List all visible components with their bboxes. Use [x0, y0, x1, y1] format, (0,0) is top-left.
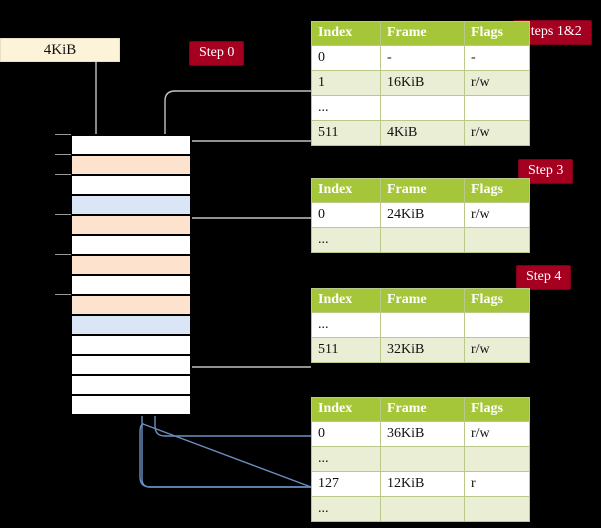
memory-frame-row: [71, 175, 191, 195]
cell-frame: -: [380, 45, 465, 71]
memory-tick: [55, 134, 71, 135]
cell-frame: 12KiB: [380, 471, 465, 497]
cell-frame: 16KiB: [380, 70, 465, 96]
column-header-flags: Flags: [464, 21, 530, 46]
table-row: ...: [311, 312, 530, 338]
cell-flags: r/w: [464, 337, 530, 363]
table-row: 0 36KiB r/w: [311, 421, 530, 447]
memory-frame-row: [71, 355, 191, 375]
column-header-frame: Frame: [380, 21, 465, 46]
cell-frame: 36KiB: [380, 421, 465, 447]
table-row: 511 4KiB r/w: [311, 120, 530, 146]
table-row: 127 12KiB r: [311, 471, 530, 497]
memory-frame-row: [71, 335, 191, 355]
cell-index: ...: [311, 227, 381, 253]
page-table-level-3: Index Frame Flags ... 511 32KiB r/w: [311, 288, 530, 363]
table-row: 0 24KiB r/w: [311, 202, 530, 228]
table-row: 511 32KiB r/w: [311, 337, 530, 363]
column-header-index: Index: [311, 397, 381, 422]
cell-frame: [380, 312, 465, 338]
wire-t1-4kib-to-memory: [179, 140, 311, 245]
table-row: ...: [311, 227, 530, 253]
cell-frame: 24KiB: [380, 202, 465, 228]
cell-frame: [380, 95, 465, 121]
memory-tick: [55, 294, 71, 295]
memory-frame-row: [71, 395, 191, 415]
memory-frame-row: [71, 135, 191, 155]
cell-flags: r/w: [464, 421, 530, 447]
memory-frame-row: [71, 295, 191, 315]
column-header-flags: Flags: [464, 397, 530, 422]
cell-flags: [464, 312, 530, 338]
column-header-index: Index: [311, 21, 381, 46]
cell-flags: r: [464, 471, 530, 497]
memory-frame-row: [71, 235, 191, 255]
column-header-flags: Flags: [464, 178, 530, 203]
column-header-index: Index: [311, 178, 381, 203]
physical-memory-column: [70, 134, 192, 416]
column-header-frame: Frame: [380, 397, 465, 422]
memory-frame-row: [71, 155, 191, 175]
wire-t2-24kib-to-memory: [179, 217, 311, 270]
cell-frame: 4KiB: [380, 120, 465, 146]
table-row: 1 16KiB r/w: [311, 70, 530, 96]
memory-tick: [55, 214, 71, 215]
page-table-level-4: Index Frame Flags 0 36KiB r/w ... 127 12…: [311, 397, 530, 522]
virtual-page-label: 4KiB: [43, 41, 77, 58]
cell-flags: r/w: [464, 120, 530, 146]
cell-flags: r/w: [464, 202, 530, 228]
cell-flags: [464, 95, 530, 121]
table-row: ...: [311, 446, 530, 472]
table-row: 0 - -: [311, 45, 530, 71]
memory-frame-row: [71, 315, 191, 335]
cell-index: ...: [311, 95, 381, 121]
cell-flags: [464, 227, 530, 253]
memory-frame-row: [71, 375, 191, 395]
cell-flags: -: [464, 45, 530, 71]
table-row: ...: [311, 95, 530, 121]
column-header-frame: Frame: [380, 288, 465, 313]
memory-tick: [55, 154, 71, 155]
memory-frame-row: [71, 215, 191, 235]
cell-index: 511: [311, 120, 381, 146]
memory-tick: [55, 254, 71, 255]
cell-flags: [464, 446, 530, 472]
step-badge-0: Step 0: [189, 41, 245, 66]
cell-index: 0: [311, 45, 381, 71]
cell-index: ...: [311, 446, 381, 472]
cell-frame: 32KiB: [380, 337, 465, 363]
table-row: ...: [311, 496, 530, 522]
cell-frame: [380, 496, 465, 522]
page-table-level-1: Index Frame Flags 0 - - 1 16KiB r/w ... …: [311, 21, 530, 146]
cell-flags: [464, 496, 530, 522]
virtual-page-box: 4KiB: [0, 38, 120, 62]
memory-frame-row: [71, 275, 191, 295]
memory-frame-row: [71, 195, 191, 215]
wire-t4-12kib-elbow: [139, 423, 312, 488]
cell-index: 0: [311, 421, 381, 447]
cell-index: 127: [311, 471, 381, 497]
cell-frame: [380, 446, 465, 472]
cell-index: ...: [311, 312, 381, 338]
column-header-index: Index: [311, 288, 381, 313]
cell-index: 0: [311, 202, 381, 228]
page-table-level-2: Index Frame Flags 0 24KiB r/w ...: [311, 178, 530, 253]
cell-index: 511: [311, 337, 381, 363]
cell-frame: [380, 227, 465, 253]
cell-flags: r/w: [464, 70, 530, 96]
step-badge-4: Step 4: [516, 265, 572, 290]
cell-index: 1: [311, 70, 381, 96]
cell-index: ...: [311, 496, 381, 522]
memory-frame-row: [71, 255, 191, 275]
memory-tick: [55, 174, 71, 175]
column-header-frame: Frame: [380, 178, 465, 203]
column-header-flags: Flags: [464, 288, 530, 313]
